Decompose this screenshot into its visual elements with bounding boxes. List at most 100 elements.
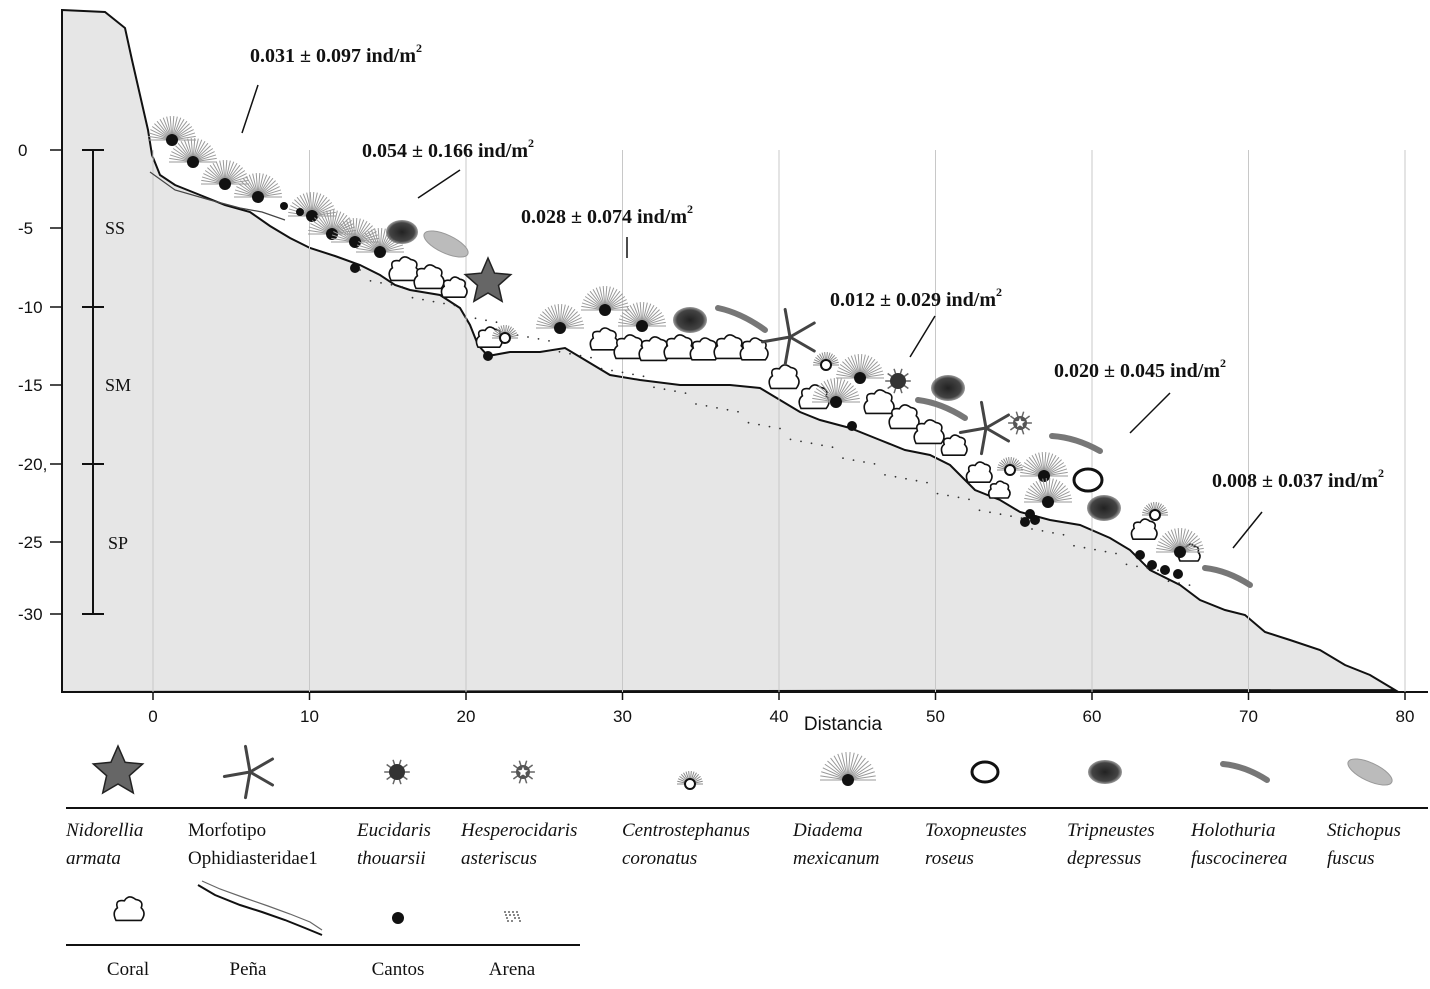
sand-grain xyxy=(537,338,540,340)
coral-colony xyxy=(589,327,619,351)
diadema-urchin xyxy=(234,173,282,203)
sand-grain xyxy=(1136,565,1138,568)
zone-label-sp: SP xyxy=(108,533,128,553)
toxopneustes-urchin xyxy=(1072,467,1104,493)
coral-colony xyxy=(965,461,993,483)
boulder xyxy=(1173,569,1183,579)
boulder xyxy=(1160,565,1170,575)
sand-grain xyxy=(1125,563,1128,566)
species-name-line1: Centrostephanus xyxy=(622,820,750,841)
sand-grain xyxy=(905,477,907,480)
diadema-urchin-icon xyxy=(820,752,876,786)
coral-colony xyxy=(663,334,695,360)
sand-grain xyxy=(968,498,970,501)
sand-grain xyxy=(548,340,550,342)
species-name-line2: fuscocinerea xyxy=(1191,848,1287,869)
coral-colony xyxy=(987,480,1011,499)
sand-grain xyxy=(611,369,613,372)
rock-line xyxy=(149,171,286,221)
sand-grain xyxy=(1157,569,1159,572)
coral-colony xyxy=(413,264,445,290)
sand-grain xyxy=(999,513,1002,516)
y-tick-label: -20, xyxy=(18,455,47,474)
svg-text:0.012 ± 0.029 ind/m2: 0.012 ± 0.029 ind/m2 xyxy=(830,285,1002,311)
boulder xyxy=(1030,515,1040,525)
sand-grain xyxy=(1167,580,1170,583)
sand-grain xyxy=(642,375,645,378)
coral-colony xyxy=(713,334,745,360)
x-tick-label: 30 xyxy=(613,707,632,726)
sand-grain xyxy=(453,304,456,307)
organisms-layer xyxy=(148,116,1253,588)
stichopus-cucumber xyxy=(423,230,469,258)
sand-grain xyxy=(1020,517,1023,519)
sand-grain xyxy=(1094,548,1096,551)
sand-grain xyxy=(390,283,393,286)
sand-grain xyxy=(705,405,708,407)
coral-colony xyxy=(388,256,420,282)
diadema-urchin xyxy=(618,302,666,332)
sand-grain xyxy=(989,511,991,514)
boulder xyxy=(483,351,493,361)
eucidaris-urchin xyxy=(885,368,911,394)
sand-grain xyxy=(831,446,834,449)
centrostephanus-urchin xyxy=(813,352,839,371)
density-label-1: 0.031 ± 0.097 ind/m2 xyxy=(241,41,422,134)
sand-grain xyxy=(1031,528,1033,530)
svg-text:0.008 ± 0.037 ind/m2: 0.008 ± 0.037 ind/m2 xyxy=(1212,466,1384,492)
sand-grain xyxy=(590,356,592,359)
plot-area xyxy=(61,8,1428,694)
holothuria-cucumber-icon xyxy=(1220,761,1270,783)
sand-grain xyxy=(747,421,750,424)
sand-grain xyxy=(789,438,792,441)
species-name-line1: Stichopus xyxy=(1327,820,1401,841)
y-tick-label: -15 xyxy=(18,376,43,395)
density-label-4: 0.012 ± 0.029 ind/m2 xyxy=(830,285,1002,358)
species-legend: NidorelliaarmataMorfotipoOphidiasteridae… xyxy=(65,744,1428,869)
sand-grain xyxy=(674,390,676,392)
y-tick-label: -30 xyxy=(18,605,43,624)
svg-text:0.031 ± 0.097 ind/m2: 0.031 ± 0.097 ind/m2 xyxy=(250,41,422,67)
species-name-line1: Morfotipo xyxy=(188,820,266,841)
sand-grain xyxy=(863,461,865,463)
sand-grain xyxy=(632,373,634,376)
density-label-6: 0.008 ± 0.037 ind/m2 xyxy=(1212,466,1384,549)
svg-text:0.028 ± 0.074 ind/m2: 0.028 ± 0.074 ind/m2 xyxy=(521,202,693,228)
species-name-line1: Diadema xyxy=(792,820,863,841)
sand-grain xyxy=(1188,584,1191,586)
rock-icon xyxy=(197,880,323,936)
sand-grain xyxy=(884,474,886,476)
coral-colony xyxy=(913,419,945,445)
hesperocidaris-urchin-icon xyxy=(511,760,535,784)
tripneustes-urchin xyxy=(386,220,418,244)
sand-grain xyxy=(737,410,739,413)
sand-grain xyxy=(359,269,361,271)
substrate-layer xyxy=(149,171,1201,586)
seabed-profile xyxy=(61,8,1399,694)
sand-icon xyxy=(504,911,521,922)
species-name-line2: thouarsii xyxy=(357,848,426,869)
species-name-line1: Tripneustes xyxy=(1067,820,1155,841)
boulder-icon xyxy=(392,912,404,924)
species-name-line2: Ophidiasteridae1 xyxy=(188,848,318,869)
boulder xyxy=(350,263,360,273)
sand-grain xyxy=(936,492,939,495)
sand-grain xyxy=(485,319,487,322)
sand-grain xyxy=(800,440,802,443)
sand-grain xyxy=(1146,567,1149,570)
diadema-urchin xyxy=(148,116,196,146)
svg-text:0.054 ± 0.166 ind/m2: 0.054 ± 0.166 ind/m2 xyxy=(362,136,534,162)
boulder xyxy=(1020,517,1030,527)
grid-lines xyxy=(152,150,1406,692)
sand-grain xyxy=(653,386,655,389)
sand-grain xyxy=(369,280,372,282)
species-name-line2: coronatus xyxy=(622,848,697,869)
sand-grain xyxy=(663,388,666,391)
zone-label-ss: SS xyxy=(105,218,125,238)
boulder xyxy=(1147,560,1157,570)
eucidaris-urchin-icon xyxy=(384,759,410,785)
species-name-line2: armata xyxy=(66,848,121,869)
